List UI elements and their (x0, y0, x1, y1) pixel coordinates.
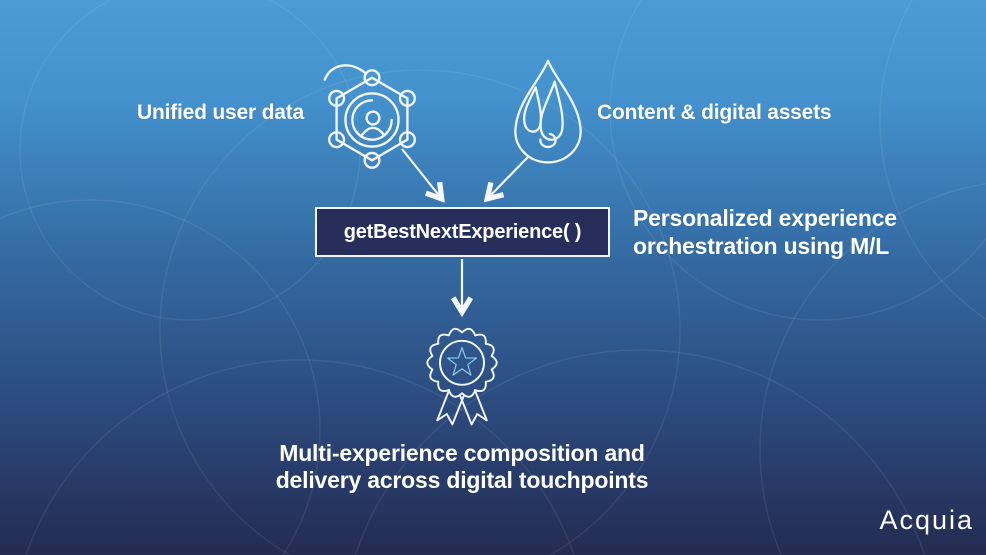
unified-user-data-label: Unified user data (137, 101, 304, 124)
user-network-icon (323, 64, 416, 169)
delivery-line2: delivery across digital touchpoints (275, 467, 649, 493)
content-digital-assets-label: Content & digital assets (597, 101, 832, 124)
orchestration-line2: orchestration using M/L (633, 233, 890, 259)
orchestration-line1: Personalized experience (633, 205, 897, 231)
orchestration-label: Personalized experience orchestration us… (633, 204, 897, 260)
delivery-line1: Multi-experience composition and (279, 440, 645, 466)
star-icon (446, 347, 478, 376)
function-box: getBestNextExperience( ) (315, 207, 610, 257)
delivery-label: Multi-experience composition and deliver… (0, 440, 924, 494)
drupal-drop-icon (514, 59, 582, 164)
acquia-logo: Acquia (879, 505, 974, 535)
award-ribbon-icon (426, 327, 498, 426)
function-box-label: getBestNextExperience( ) (343, 220, 582, 243)
